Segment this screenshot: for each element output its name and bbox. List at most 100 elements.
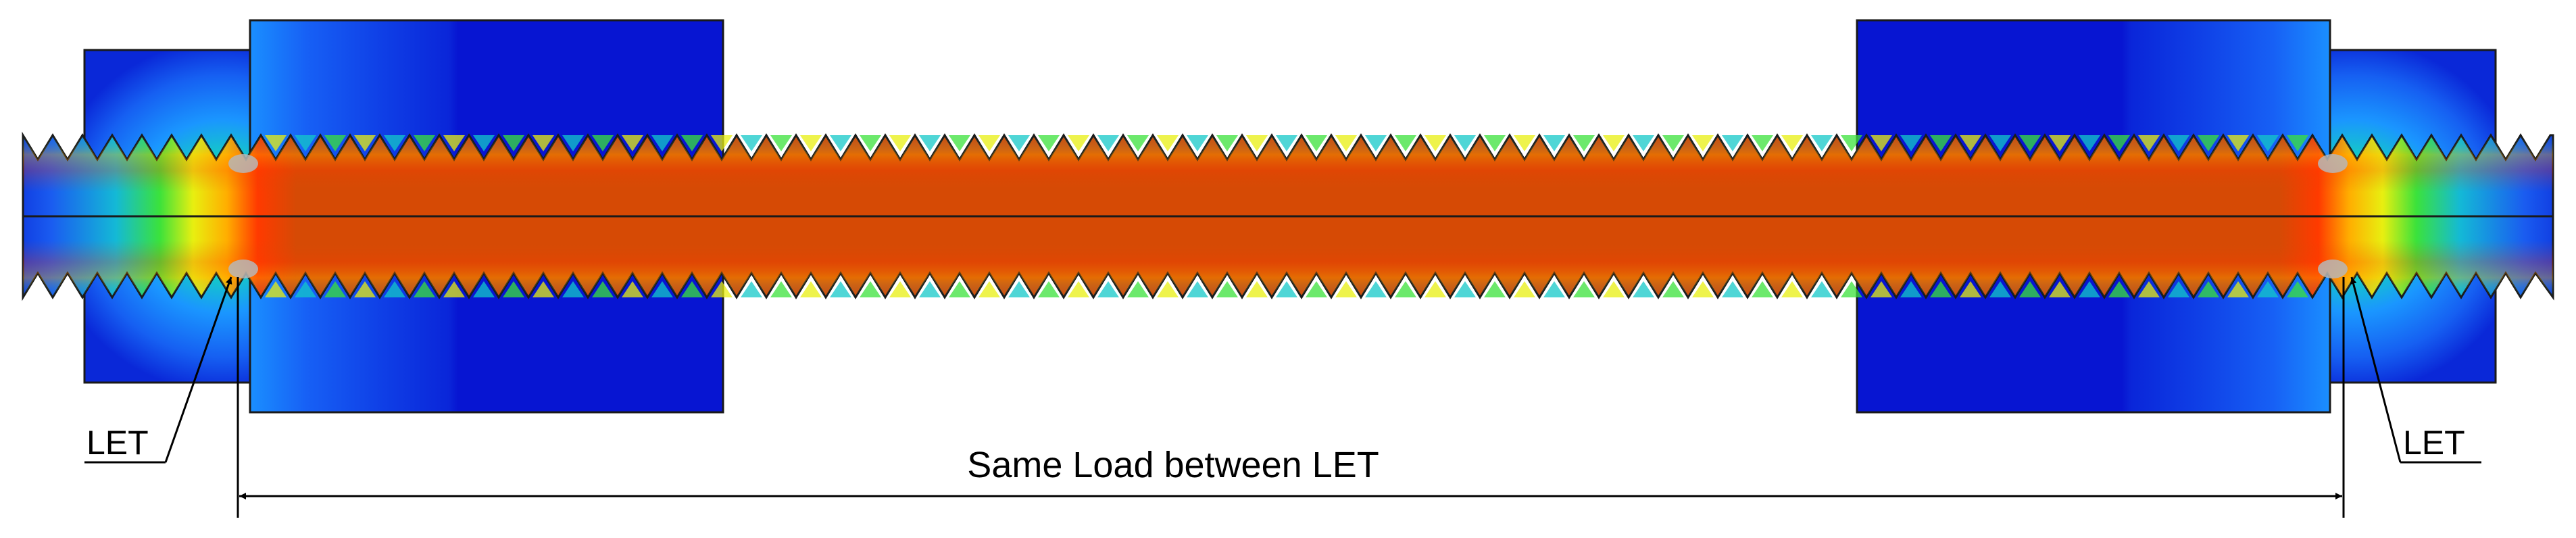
thread-tooth-band — [1127, 281, 1149, 297]
threaded-bolt — [22, 131, 2554, 301]
thread-tooth-band — [1633, 281, 1654, 297]
thread-tooth-band — [800, 135, 822, 151]
thread-tooth-band — [324, 281, 346, 297]
thread-tooth-band — [1187, 281, 1208, 297]
thread-tooth-band — [1989, 281, 2011, 297]
thread-tooth-band — [1930, 135, 1952, 151]
thread-tooth-band — [1484, 135, 1506, 151]
thread-tooth-band — [2079, 281, 2100, 297]
thread-tooth-band — [1871, 281, 1892, 297]
thread-tooth-band — [384, 135, 405, 151]
thread-tooth-band — [1871, 135, 1892, 151]
thread-tooth-band — [2168, 281, 2189, 297]
thread-tooth-band — [532, 135, 554, 151]
thread-tooth-band — [1216, 135, 1238, 151]
thread-tooth-band — [1662, 281, 1684, 297]
thread-tooth-band — [2198, 135, 2219, 151]
thread-tooth-band — [1425, 281, 1446, 297]
thread-tooth-band — [2108, 135, 2130, 151]
thread-tooth-band — [2168, 135, 2189, 151]
thread-tooth-band — [2257, 281, 2279, 297]
thread-tooth-band — [473, 281, 495, 297]
thread-tooth-band — [830, 281, 851, 297]
thread-tooth-band — [592, 135, 614, 151]
thread-tooth-band — [1454, 135, 1476, 151]
thread-tooth-band — [1097, 135, 1119, 151]
thread-tooth-band — [443, 135, 465, 151]
thread-tooth-band — [1841, 135, 1862, 151]
thread-tooth-band — [1692, 281, 1714, 297]
thread-tooth-band — [2287, 281, 2308, 297]
thread-tooth-band — [2257, 135, 2279, 151]
thread-tooth-band — [473, 135, 495, 151]
thread-tooth-band — [741, 135, 762, 151]
thread-tooth-band — [1930, 281, 1952, 297]
thread-tooth-band — [1276, 135, 1297, 151]
thread-tooth-band — [2019, 135, 2041, 151]
thread-tooth-band — [1752, 135, 1773, 151]
thread-tooth-band — [1038, 135, 1060, 151]
thread-tooth-band — [1216, 281, 1238, 297]
thread-tooth-band — [384, 281, 405, 297]
thread-tooth-band — [1306, 281, 1327, 297]
thread-tooth-band — [1722, 281, 1743, 297]
thread-tooth-band — [860, 135, 881, 151]
thread-tooth-band — [1395, 135, 1416, 151]
thread-tooth-band — [1781, 281, 1803, 297]
thread-tooth-band — [295, 281, 316, 297]
thread-tooth-band — [1722, 135, 1743, 151]
thread-tooth-band — [681, 135, 703, 151]
thread-tooth-band — [1395, 281, 1416, 297]
thread-tooth-band — [889, 135, 911, 151]
thread-tooth-band — [354, 135, 376, 151]
thread-tooth-band — [1335, 281, 1357, 297]
thread-tooth-band — [1276, 281, 1297, 297]
thread-tooth-band — [681, 281, 703, 297]
thread-tooth-band — [2079, 135, 2100, 151]
thread-tooth-band — [1038, 281, 1060, 297]
thread-tooth-band — [1573, 281, 1595, 297]
thread-tooth-band — [1425, 135, 1446, 151]
thread-tooth-band — [1246, 281, 1268, 297]
thread-tooth-band — [2049, 135, 2071, 151]
thread-tooth-band — [354, 281, 376, 297]
thread-tooth-band — [414, 135, 435, 151]
thread-tooth-band — [265, 135, 287, 151]
thread-tooth-band — [1365, 281, 1387, 297]
thread-tooth-band — [562, 281, 584, 297]
thread-tooth-band — [1008, 135, 1030, 151]
thread-tooth-band — [1603, 281, 1625, 297]
thread-tooth-band — [2138, 281, 2160, 297]
thread-tooth-band — [1752, 281, 1773, 297]
thread-tooth-band — [2019, 281, 2041, 297]
thread-tooth-band — [2138, 135, 2160, 151]
thread-tooth-band — [592, 281, 614, 297]
thread-tooth-band — [1692, 135, 1714, 151]
thread-tooth-band — [1454, 281, 1476, 297]
thread-tooth-band — [1573, 135, 1595, 151]
thread-teeth — [265, 135, 2308, 297]
thread-tooth-band — [1841, 281, 1862, 297]
thread-tooth-band — [2108, 281, 2130, 297]
thread-tooth-band — [741, 281, 762, 297]
thread-tooth-band — [1157, 281, 1179, 297]
thread-tooth-band — [1900, 281, 1922, 297]
thread-tooth-band — [889, 281, 911, 297]
thread-tooth-band — [265, 281, 287, 297]
thread-tooth-band — [2227, 135, 2249, 151]
thread-tooth-band — [443, 281, 465, 297]
thread-tooth-band — [1989, 135, 2011, 151]
thread-tooth-band — [1484, 281, 1506, 297]
thread-tooth-band — [1543, 281, 1565, 297]
thread-tooth-band — [1306, 135, 1327, 151]
thread-tooth-band — [1068, 135, 1089, 151]
thread-tooth-band — [2227, 281, 2249, 297]
thread-tooth-band — [2287, 135, 2308, 151]
thread-tooth-band — [979, 135, 1000, 151]
thread-tooth-band — [414, 281, 435, 297]
let-left-arrow — [164, 276, 232, 463]
thread-tooth-band — [651, 135, 673, 151]
thread-tooth-band — [1603, 135, 1625, 151]
thread-tooth-band — [711, 281, 733, 297]
